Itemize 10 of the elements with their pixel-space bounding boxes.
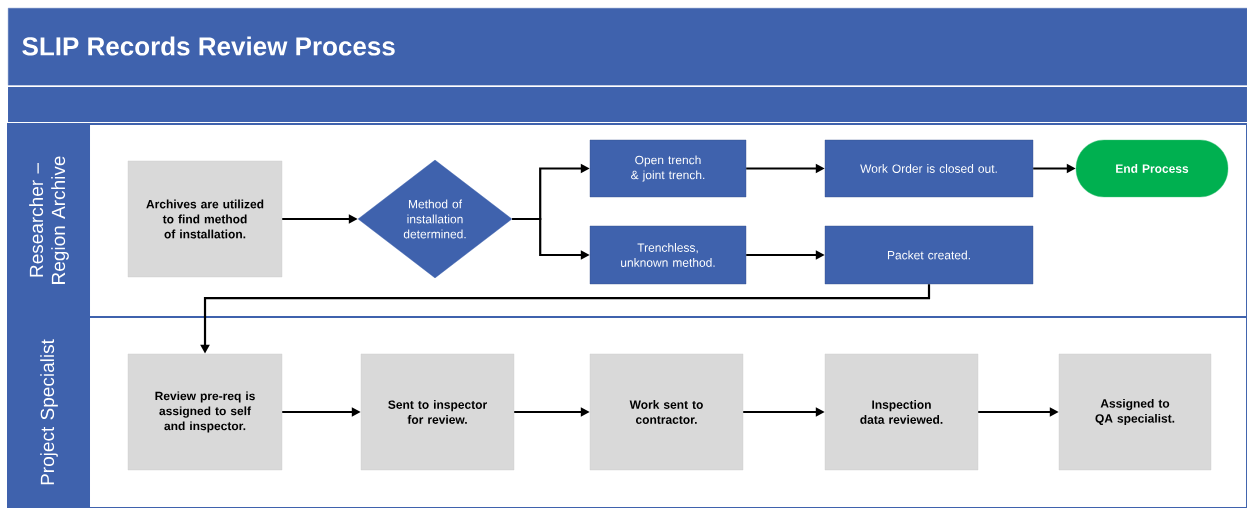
process-box: Archives are utilized to find method of installation. bbox=[127, 160, 283, 278]
process-box: Work sent to contractor. bbox=[589, 353, 744, 471]
process-box: Inspection data reviewed. bbox=[824, 353, 979, 471]
process-box: Trenchless, unknown method. bbox=[589, 225, 747, 285]
process-box: Work Order is closed out. bbox=[824, 139, 1034, 198]
process-box: Assigned to QA specialist. bbox=[1058, 353, 1212, 471]
process-box: Open trench & joint trench. bbox=[589, 139, 747, 198]
process-box: Review pre-req is assigned to self and inspector. bbox=[127, 353, 283, 471]
process-box: Sent to inspector for review. bbox=[360, 353, 515, 471]
process-box: Packet created. bbox=[824, 225, 1034, 285]
